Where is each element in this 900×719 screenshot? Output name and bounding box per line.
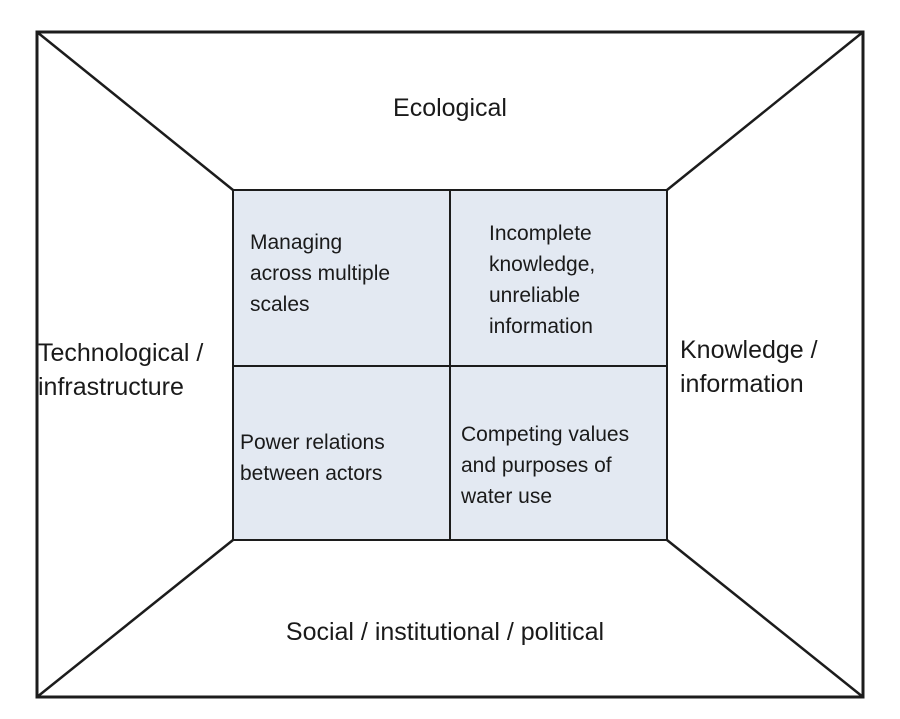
cell-bottom-right-text: Competing values and purposes of water u… [461, 419, 629, 512]
cell-text-line: across multiple [250, 262, 391, 285]
cell-text-line: Incomplete [489, 222, 592, 245]
label-right-line: information [680, 370, 804, 398]
cell-text-line: knowledge, [489, 253, 596, 276]
diagonal-bottom-right [666, 539, 864, 698]
cell-top-right-text: Incomplete knowledge, unreliable informa… [489, 218, 595, 342]
cell-text-line: and purposes of [461, 454, 612, 477]
cell-text-line: between actors [240, 462, 383, 485]
cell-text-line: unreliable [489, 284, 581, 307]
label-right-knowledge: Knowledge / information [680, 333, 818, 401]
cell-text-line: water use [461, 485, 553, 508]
label-right-line: Knowledge / [680, 336, 818, 364]
label-left-technological: Technological / infrastructure [38, 336, 203, 404]
outer-frame [35, 30, 865, 699]
cell-text-line: scales [250, 293, 310, 316]
cell-bottom-left-text: Power relations between actors [240, 427, 385, 489]
cell-top-left-text: Managing across multiple scales [250, 227, 390, 320]
label-top-ecological: Ecological [393, 94, 507, 122]
label-bottom-social: Social / institutional / political [285, 618, 605, 646]
diagonal-top-left [36, 31, 234, 191]
diagonal-top-right [666, 31, 864, 191]
cell-text-line: information [489, 315, 593, 338]
diagonal-bottom-left [36, 539, 234, 698]
label-left-line: Technological / [38, 339, 204, 367]
cell-text-line: Managing [250, 231, 343, 254]
cell-text-line: Power relations [240, 431, 385, 454]
cell-top-left [232, 189, 451, 367]
cell-bottom-right [449, 365, 668, 541]
label-left-line: infrastructure [38, 373, 184, 401]
cell-text-line: Competing values [461, 423, 630, 446]
